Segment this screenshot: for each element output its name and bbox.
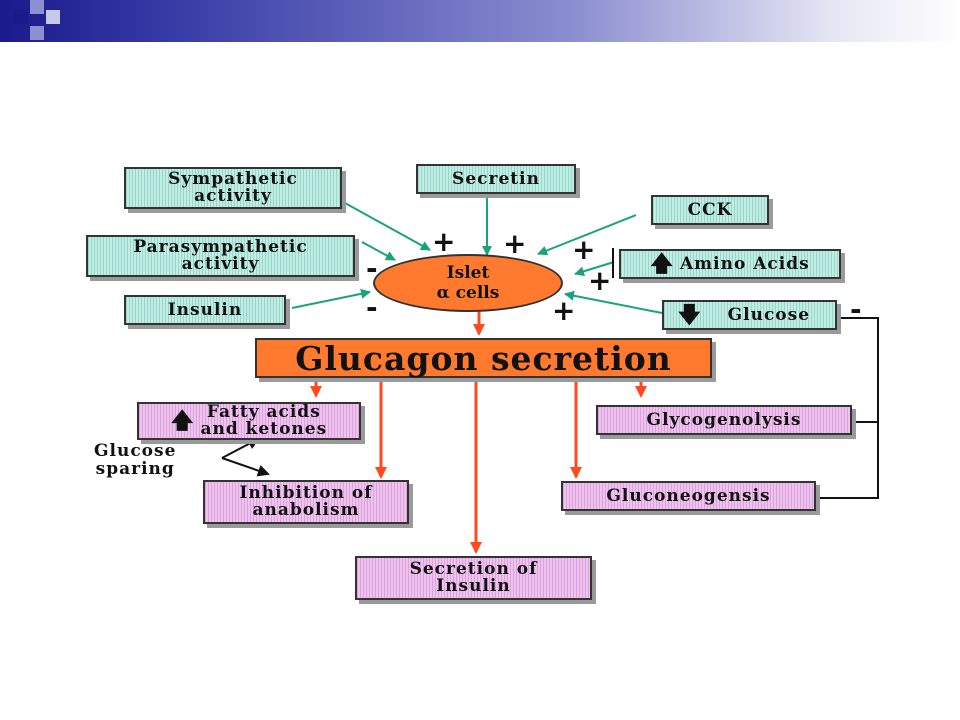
header-square-4 [46, 10, 60, 24]
gluconeogenesis-label: Gluconeogensis [606, 485, 771, 506]
sign-insulin: - [366, 291, 378, 324]
glucagon-secretion-label: Glucagon secretion [295, 338, 672, 378]
glucose-label: Glucose [727, 304, 811, 325]
glucose-sparing-label: Glucose sparing [94, 441, 177, 479]
inhibition-of-anabolism-box: Inhibition of anabolism [203, 480, 409, 524]
arrow-sparing-to-fatty [221, 438, 260, 459]
parasympathetic-activity-label: Parasympathetic activity [133, 237, 308, 274]
arrow-parasympathetic [361, 241, 396, 261]
arrow-insulin [291, 288, 371, 309]
islet-alpha-cells: Islet α cells [373, 254, 563, 312]
sympathetic-activity-label: Sympathetic activity [168, 169, 298, 206]
secretin-box: Secretin [416, 164, 576, 194]
up-arrow-icon: 🡅 [170, 408, 195, 434]
sign-secretin: + [503, 227, 527, 260]
secretion-of-insulin-label: Secretion of Insulin [409, 559, 538, 596]
up-arrow-icon: 🡅 [650, 251, 674, 277]
glucose-box: 🡇 Glucose [662, 300, 837, 330]
arrow-glucose [564, 290, 663, 314]
sympathetic-activity-box: Sympathetic activity [124, 167, 342, 209]
arrow-sparing-to-inhibition [221, 457, 270, 477]
sign-glucose: + [552, 294, 576, 327]
sign-amino-acids: + [588, 264, 612, 297]
arrow-sympathetic [344, 202, 431, 251]
arrow-cck [537, 214, 637, 256]
inhibition-of-anabolism-label: Inhibition of anabolism [239, 483, 373, 520]
sign-glucose-feedback: - [850, 293, 862, 326]
amino-acids-box: 🡅 Amino Acids [619, 249, 841, 279]
header-square-2 [30, 0, 44, 14]
glucagon-secretion-box: Glucagon secretion [255, 338, 712, 378]
glucose-feedback-line-2 [818, 422, 879, 499]
parasympathetic-activity-box: Parasympathetic activity [86, 235, 355, 277]
header-gradient-bar [0, 0, 960, 42]
gluconeogenesis-box: Gluconeogensis [561, 481, 816, 511]
arrow-amino-acids [574, 261, 615, 277]
glycogenolysis-box: Glycogenolysis [596, 405, 852, 435]
glucose-feedback-line [840, 317, 879, 423]
header-square-3 [30, 26, 44, 40]
amino-acids-label: Amino Acids [679, 253, 810, 274]
down-arrow-icon: 🡇 [678, 302, 702, 328]
sign-cck: + [572, 233, 596, 266]
islet-label: Islet α cells [436, 263, 500, 303]
sign-sympathetic: + [432, 225, 456, 258]
insulin-label: Insulin [167, 299, 243, 320]
secretin-label: Secretin [452, 168, 540, 189]
insulin-box: Insulin [124, 295, 286, 325]
glycogenolysis-label: Glycogenolysis [646, 409, 802, 430]
secretion-of-insulin-box: Secretion of Insulin [355, 556, 592, 600]
fatty-acids-box: 🡅 Fatty acids and ketones [137, 402, 361, 440]
fatty-acids-label: Fatty acids and ketones [200, 402, 328, 439]
cck-box: CCK [651, 195, 769, 225]
sign-parasympathetic: - [366, 252, 378, 285]
header-square-1 [14, 10, 28, 24]
cck-label: CCK [687, 199, 733, 220]
